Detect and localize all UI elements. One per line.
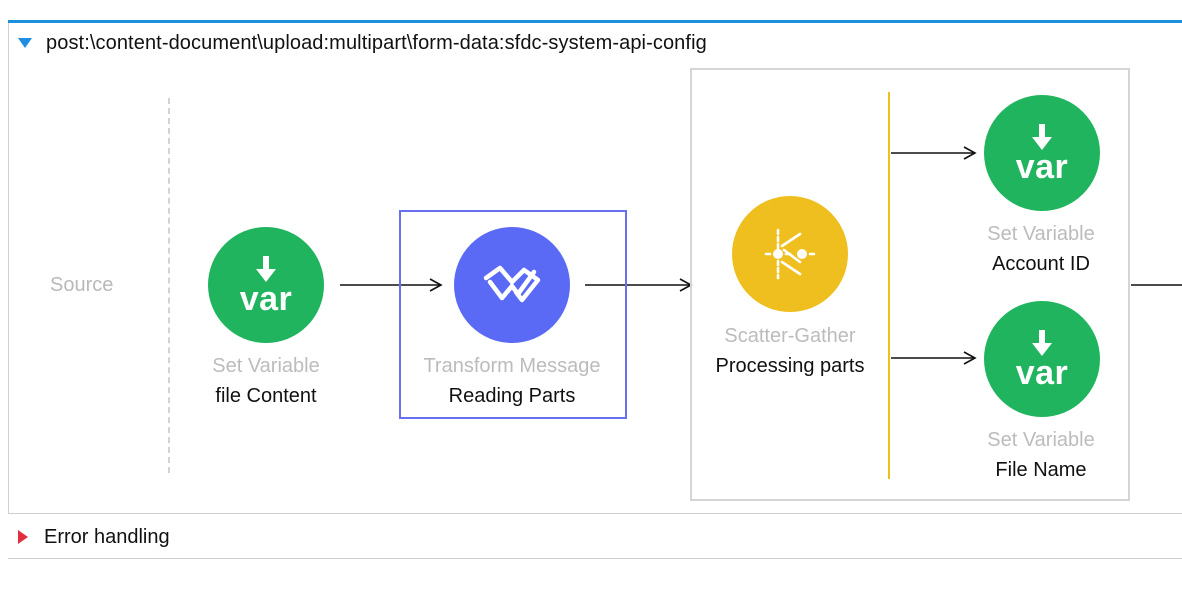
source-divider xyxy=(168,98,170,473)
var-icon-text: var xyxy=(1015,354,1069,392)
component-name-label: Processing parts xyxy=(715,355,865,377)
component-type-label: Scatter-Gather xyxy=(724,325,856,347)
transform-message-reading-parts[interactable] xyxy=(454,227,570,343)
var-icon-text: var xyxy=(239,280,293,318)
error-handling-header[interactable]: Error handling xyxy=(18,522,170,552)
scatter-gather-processing-parts[interactable] xyxy=(732,196,848,312)
component-name-label: file Content xyxy=(215,385,317,407)
flow-top-accent-bar xyxy=(8,20,1182,23)
set-variable-file-content[interactable]: var xyxy=(208,227,324,343)
arrow-down-icon xyxy=(1032,330,1052,356)
component-name-label: File Name xyxy=(995,459,1087,481)
expand-triangle-icon[interactable] xyxy=(18,530,28,544)
flow-header[interactable]: post:\content-document\upload:multipart\… xyxy=(16,28,707,58)
component-type-label: Set Variable xyxy=(212,355,320,377)
flow-frame-border xyxy=(8,23,9,513)
section-divider xyxy=(8,513,1182,514)
component-type-label: Set Variable xyxy=(987,429,1095,451)
transform-selection-box[interactable] xyxy=(399,210,627,419)
set-variable-file-name[interactable]: var xyxy=(984,301,1100,417)
dataweave-icon xyxy=(483,265,541,303)
section-divider xyxy=(8,558,1182,559)
arrow-down-icon xyxy=(1032,124,1052,150)
scatter-gather-scope[interactable] xyxy=(690,68,1130,501)
error-handling-label: Error handling xyxy=(44,525,170,548)
scatter-gather-route-bar xyxy=(888,92,890,479)
source-label[interactable]: Source xyxy=(50,274,114,296)
component-type-label: Set Variable xyxy=(987,223,1095,245)
arrow-down-icon xyxy=(256,256,276,282)
component-type-label: Transform Message xyxy=(423,355,601,377)
collapse-triangle-icon[interactable] xyxy=(18,38,32,48)
var-icon-text: var xyxy=(1015,148,1069,186)
flow-title: post:\content-document\upload:multipart\… xyxy=(46,31,707,54)
scatter-gather-icon xyxy=(764,228,816,280)
set-variable-account-id[interactable]: var xyxy=(984,95,1100,211)
component-name-label: Account ID xyxy=(992,253,1090,275)
component-name-label: Reading Parts xyxy=(448,385,576,407)
